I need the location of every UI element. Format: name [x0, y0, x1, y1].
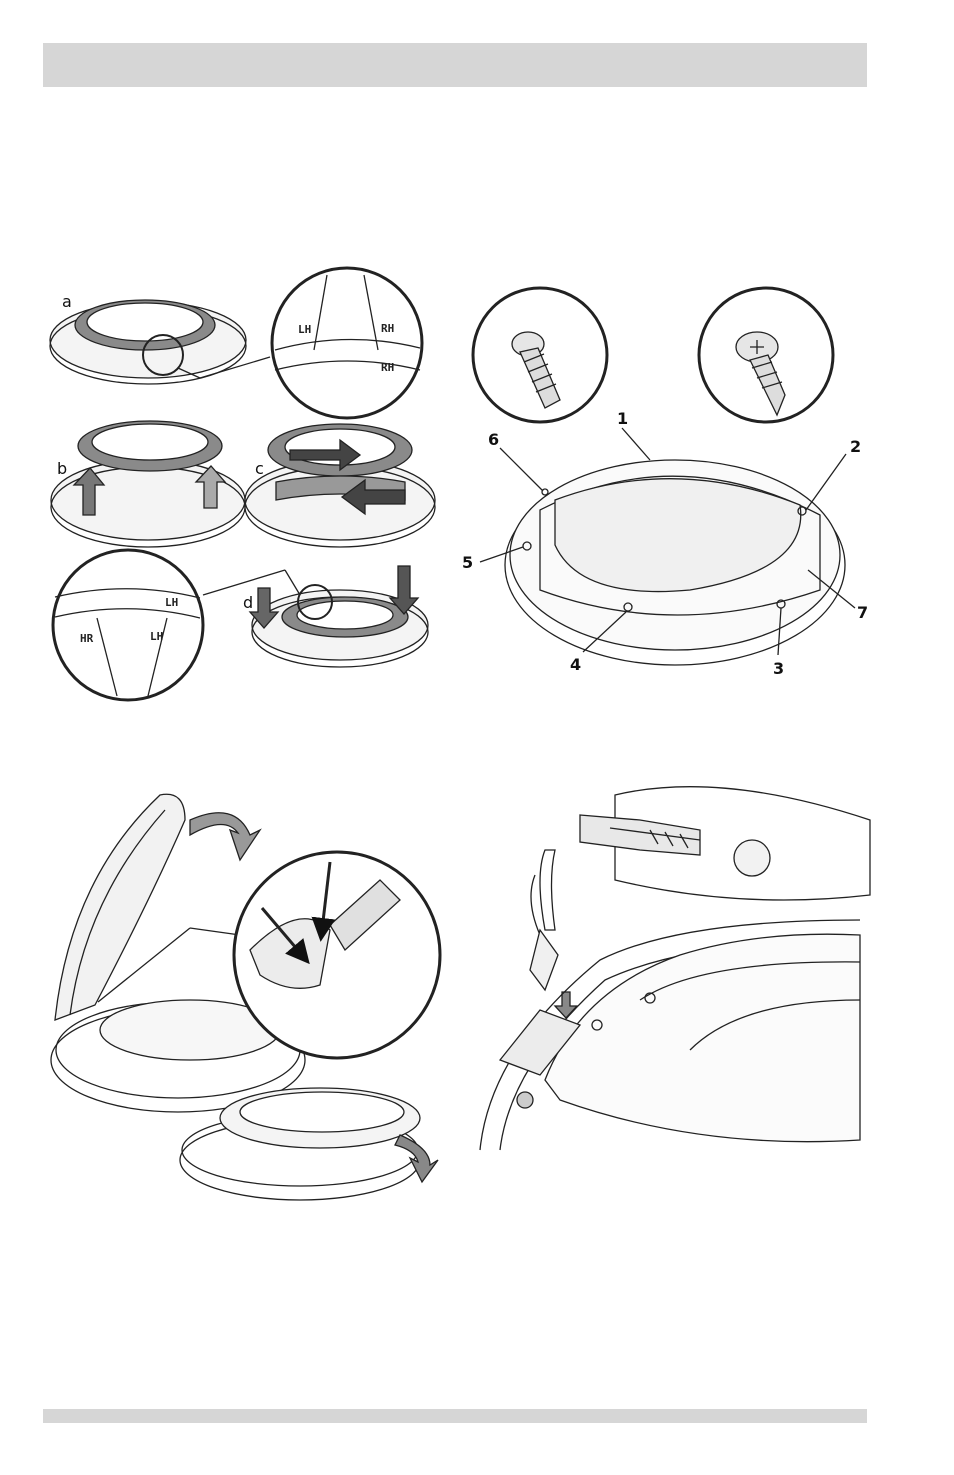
door-back-panel [505, 460, 845, 665]
step-label-b: b [57, 459, 67, 478]
phillips-screw-icon [699, 288, 833, 422]
figure-open-door [51, 794, 440, 1200]
pliers-zoom-detail [580, 787, 870, 900]
zoom-bottom-hr: HR [80, 632, 94, 645]
step-label-a: a [62, 292, 72, 311]
callout-4: 4 [570, 655, 581, 674]
callout-2: 2 [850, 437, 861, 456]
step-label-c: c [255, 459, 264, 478]
figure-door-ring-reversal [50, 268, 435, 700]
callout-1: 1 [617, 409, 628, 428]
torx-screw-icon [473, 288, 607, 422]
zoom-top-rh-2: RH [381, 361, 394, 374]
zoom-top-lh: LH [298, 323, 311, 336]
zoom-top-rh: RH [381, 322, 394, 335]
step-c-rotate-ring [245, 424, 435, 547]
step-a-door-ring [50, 300, 270, 384]
step-label-d: d [243, 593, 253, 612]
figure-pliers-clip-removal [480, 787, 870, 1150]
figure-door-screw-locations [473, 288, 855, 665]
hinge-zoom-detail [234, 852, 440, 1058]
zoom-bottom-lh: LH [165, 596, 178, 609]
needle-nose-pliers-icon [530, 850, 558, 990]
zoom-detail-top [272, 268, 422, 418]
step-d-reinstall-ring [250, 566, 428, 667]
callout-3: 3 [773, 659, 784, 678]
callout-6: 6 [488, 430, 499, 449]
step-b-lift-ring [51, 421, 245, 547]
callout-7: 7 [857, 603, 868, 622]
callout-5: 5 [462, 553, 473, 572]
zoom-bottom-lh-2: LH [150, 630, 163, 643]
